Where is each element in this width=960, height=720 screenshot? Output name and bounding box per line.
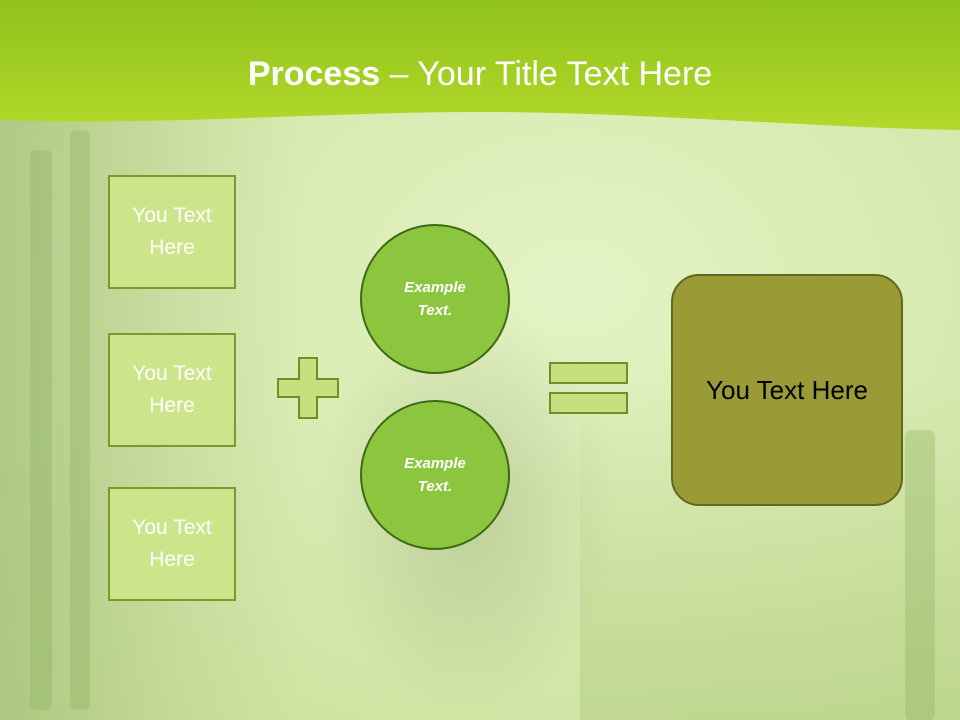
header-band xyxy=(0,0,960,130)
example-circle-2: Example Text. xyxy=(360,400,510,550)
bamboo-stalk xyxy=(70,130,90,710)
input-box-label: You Text Here xyxy=(132,516,212,571)
circle-text-line: Text. xyxy=(417,478,453,495)
bamboo-stalk xyxy=(30,150,52,710)
title-rest-text: – Your Title Text Here xyxy=(380,55,713,93)
result-box: You Text Here xyxy=(671,274,903,506)
circle-text-line: Text. xyxy=(417,302,453,319)
input-box-label: You Text Here xyxy=(132,204,212,259)
example-circle-1: Example Text. xyxy=(360,224,510,374)
equals-icon xyxy=(549,362,628,414)
bamboo-stalk xyxy=(905,430,935,720)
plus-icon xyxy=(277,357,339,419)
circle-text-line: Example xyxy=(404,455,466,472)
input-box-1: You Text Here xyxy=(108,175,236,289)
input-box-3: You Text Here xyxy=(108,487,236,601)
input-box-label: You Text Here xyxy=(132,362,212,417)
title-bold-text: Process xyxy=(247,55,381,93)
result-label: You Text Here xyxy=(706,374,868,405)
slide-title: Process – Your Title Text Here xyxy=(0,52,960,96)
circle-text-line: Example xyxy=(404,279,466,296)
input-box-2: You Text Here xyxy=(108,333,236,447)
